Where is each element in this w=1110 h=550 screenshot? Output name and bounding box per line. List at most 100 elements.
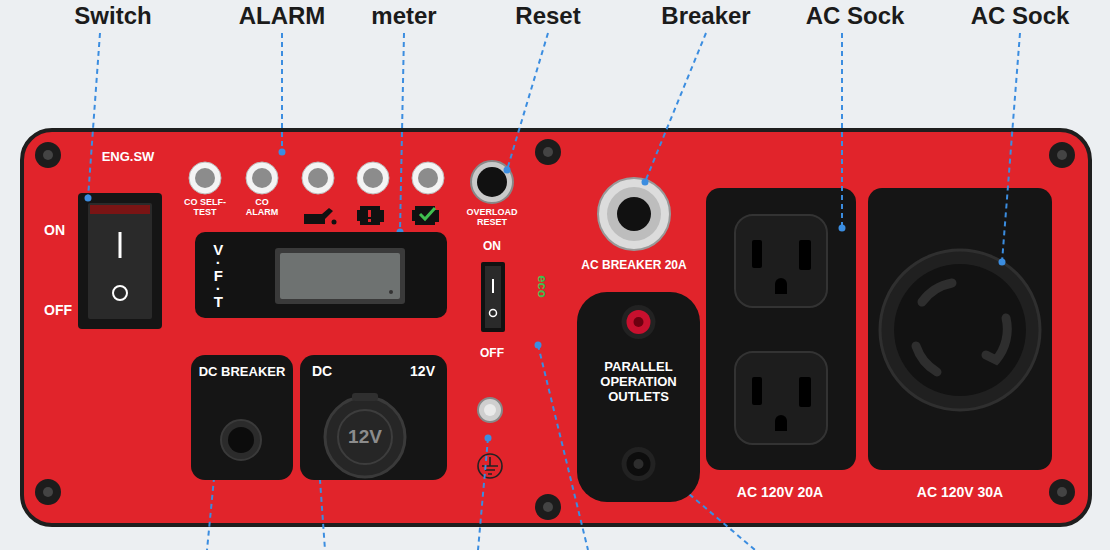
outlet-ground xyxy=(775,415,787,431)
voltage-label: 12V xyxy=(410,363,435,379)
leader-line xyxy=(281,33,283,152)
dc-label: DC xyxy=(312,363,332,379)
terminal-hole xyxy=(634,459,644,469)
led-ring xyxy=(246,162,278,194)
dc-breaker-box: DC BREAKER xyxy=(191,355,293,480)
leader-dot xyxy=(485,435,492,442)
led-ring xyxy=(412,162,444,194)
control-panel xyxy=(22,130,1090,525)
led xyxy=(308,168,328,188)
indicator-led xyxy=(246,162,278,194)
leader-line xyxy=(478,438,488,550)
ground-symbol xyxy=(482,457,498,474)
outlet-slot xyxy=(799,377,811,407)
off-symbol xyxy=(490,310,497,317)
eco-switch xyxy=(481,262,505,332)
parallel-outlets-box: PARALLEL OPERATION OUTLETS xyxy=(577,292,700,502)
engine-icon xyxy=(357,206,384,225)
rocker-band xyxy=(90,205,150,214)
indicator-led xyxy=(189,162,221,194)
switch-position: ON xyxy=(44,222,65,238)
screw xyxy=(35,479,61,505)
ac-breaker-button xyxy=(617,197,651,231)
eco-label: eco xyxy=(534,275,549,297)
screw xyxy=(535,139,561,165)
screw xyxy=(535,494,561,520)
ground-terminal xyxy=(478,398,502,422)
leader-dot xyxy=(999,259,1006,266)
meter-display: V·F·T xyxy=(195,232,447,318)
leader-dot xyxy=(504,167,511,174)
led-label: CO SELF-TEST xyxy=(177,197,233,218)
callout-label: AC Sock xyxy=(806,2,905,30)
breaker-label: AC BREAKER 20A xyxy=(581,259,686,273)
off-symbol xyxy=(113,286,127,300)
dc-socket-box: DC 12V 12V xyxy=(300,355,447,480)
outlet-slot xyxy=(799,240,811,270)
screw xyxy=(535,494,561,520)
eco-rocker xyxy=(485,266,501,328)
terminal-hole xyxy=(634,317,644,327)
screw-head xyxy=(43,150,53,160)
lcd-dot xyxy=(389,290,393,294)
leader-dot xyxy=(535,342,542,349)
leader-dot xyxy=(85,195,92,202)
meter-display-art xyxy=(195,232,447,318)
callout-label: Breaker xyxy=(661,2,750,30)
on-symbol xyxy=(119,232,122,258)
screw xyxy=(35,479,61,505)
indicator-led xyxy=(302,162,334,194)
warning-mark xyxy=(368,210,371,217)
outlet-slot xyxy=(752,377,762,405)
socket-cap xyxy=(325,397,405,477)
rocker xyxy=(88,203,152,319)
black-terminal xyxy=(627,452,651,476)
outlet-rating: AC 120V 30A xyxy=(917,484,1003,500)
twist-lock-slot xyxy=(916,346,937,372)
leader-dot xyxy=(839,225,846,232)
led-ring xyxy=(189,162,221,194)
twist-lock-face xyxy=(894,264,1026,396)
screw xyxy=(35,142,61,168)
screw xyxy=(1049,479,1075,505)
ac-breaker-ring xyxy=(607,187,661,241)
socket-cap-label: 12V xyxy=(348,426,382,448)
engine-icon xyxy=(412,206,439,225)
callout-label: meter xyxy=(371,2,436,30)
terminal-ring xyxy=(622,305,656,339)
switch-label: ENG.SW xyxy=(102,150,155,165)
lcd-screen xyxy=(280,253,400,299)
led-label: CO ALARM xyxy=(243,197,281,218)
ground-symbol xyxy=(478,454,502,478)
red-terminal xyxy=(627,310,651,334)
parallel-label: PARALLEL OPERATION OUTLETS xyxy=(587,360,691,405)
leader-line xyxy=(207,468,215,550)
oil-icon xyxy=(304,208,333,224)
switch-position: OFF xyxy=(480,347,504,361)
indicator-led xyxy=(412,162,444,194)
duplex-outlet-housing xyxy=(706,188,856,470)
switch-position: ON xyxy=(483,240,501,254)
oil-drop xyxy=(332,220,337,225)
leader-dot xyxy=(642,179,649,186)
leader-line xyxy=(1002,33,1020,262)
led xyxy=(252,168,272,188)
terminal-ring xyxy=(622,447,656,481)
screw xyxy=(1049,142,1075,168)
button-label: OVERLOAD RESET xyxy=(462,207,522,228)
check-mark xyxy=(420,208,435,219)
outlet-face xyxy=(735,215,827,307)
leader-dot xyxy=(279,149,286,156)
outlet-rating: AC 120V 20A xyxy=(737,484,823,500)
ac-breaker xyxy=(598,178,670,250)
engine-switch xyxy=(78,193,162,329)
reset-button xyxy=(477,167,507,197)
led-ring xyxy=(357,162,389,194)
outlet-ground xyxy=(775,278,787,294)
led xyxy=(363,168,383,188)
meter-label: V·F·T xyxy=(213,243,224,308)
screw xyxy=(1049,479,1075,505)
